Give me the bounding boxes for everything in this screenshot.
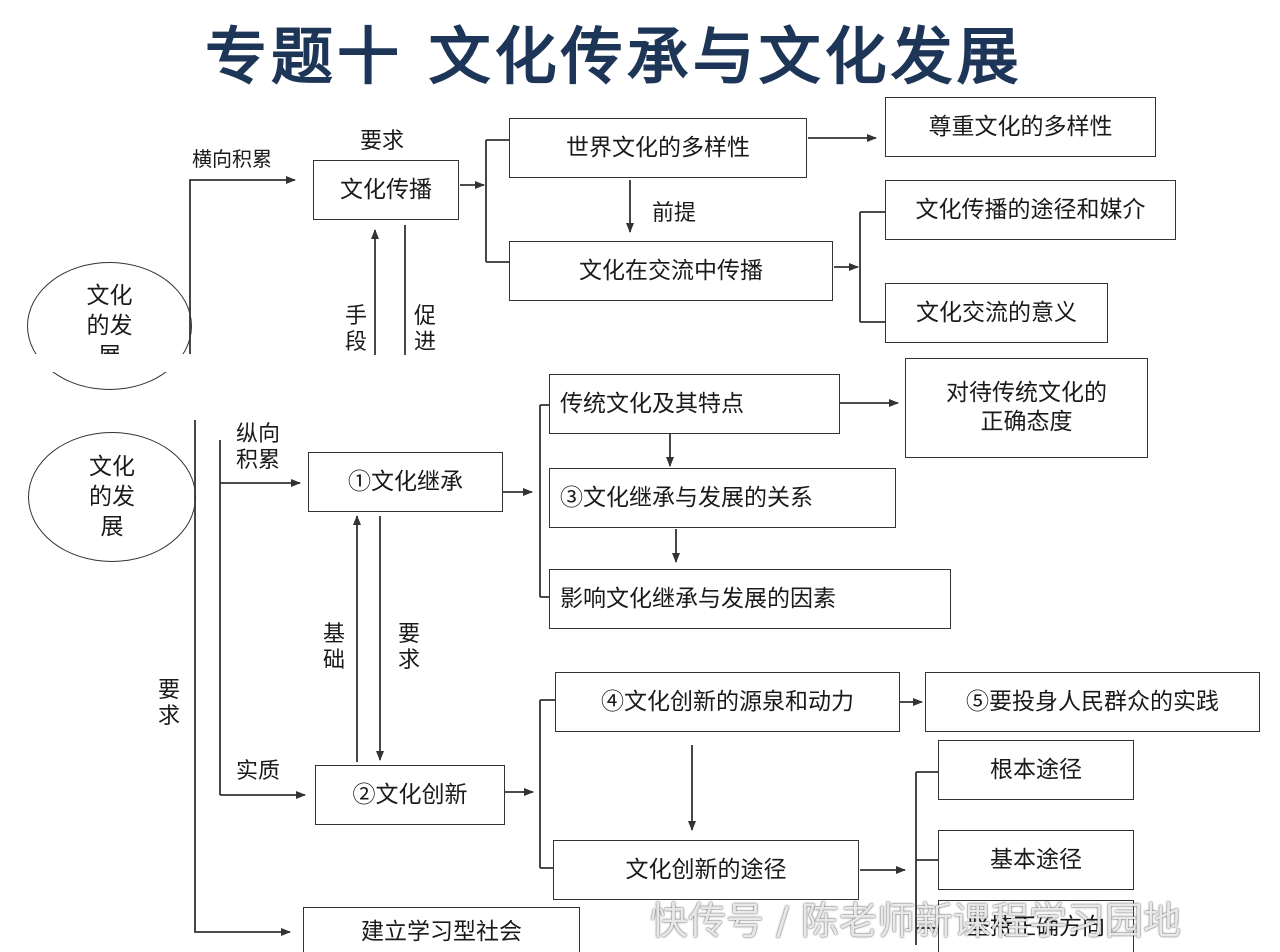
watermark: 快传号 / 陈老师新课程学习园地 <box>650 899 1181 943</box>
box-tradition-features: 传统文化及其特点 <box>549 374 840 434</box>
label-premise: 前提 <box>652 201 697 226</box>
box-innovation: ②文化创新 <box>315 765 505 825</box>
box-innovation-source: ④文化创新的源泉和动力 <box>555 672 900 732</box>
culture-development-circle-bottom: 文化的发展 <box>28 432 196 562</box>
label-requirement-left: 要求 <box>157 678 180 729</box>
label-essence: 实质 <box>236 759 281 784</box>
label-requirement-mid: 要求 <box>397 622 420 673</box>
box-fundamental-way: 根本途径 <box>938 740 1134 800</box>
box-world-diversity: 世界文化的多样性 <box>509 118 807 178</box>
box-influence-factors: 影响文化继承与发展的因素 <box>549 569 951 629</box>
box-culture-spread: 文化传播 <box>313 160 459 220</box>
label-promote: 促进 <box>413 304 436 355</box>
box-exchange-spread: 文化在交流中传播 <box>509 241 833 301</box>
label-means: 手段 <box>344 304 367 355</box>
box-innovation-ways: 文化创新的途径 <box>553 840 859 900</box>
box-people-practice: ⑤要投身人民群众的实践 <box>925 672 1260 732</box>
box-channels-media: 文化传播的途径和媒介 <box>885 180 1176 240</box>
page-title: 专题十 文化传承与文化发展 <box>205 20 1023 93</box>
box-exchange-significance: 文化交流的意义 <box>885 283 1108 343</box>
box-learning-society: 建立学习型社会 <box>303 907 580 952</box>
label-vertical: 纵向积累 <box>236 422 281 473</box>
circle-cut-mask <box>20 354 200 372</box>
label-requirement-top: 要求 <box>360 129 405 154</box>
box-inheritance: ①文化继承 <box>308 452 503 512</box>
box-traditional-attitude: 对待传统文化的正确态度 <box>905 358 1148 458</box>
box-correct-direction: 坚持正确方向 <box>938 900 1134 952</box>
box-inherit-relation: ③文化继承与发展的关系 <box>549 468 896 528</box>
label-foundation: 基础 <box>322 622 345 673</box>
box-respect-diversity: 尊重文化的多样性 <box>885 97 1156 157</box>
box-basic-way: 基本途径 <box>938 830 1134 890</box>
label-horizontal: 横向积累 <box>192 147 272 171</box>
